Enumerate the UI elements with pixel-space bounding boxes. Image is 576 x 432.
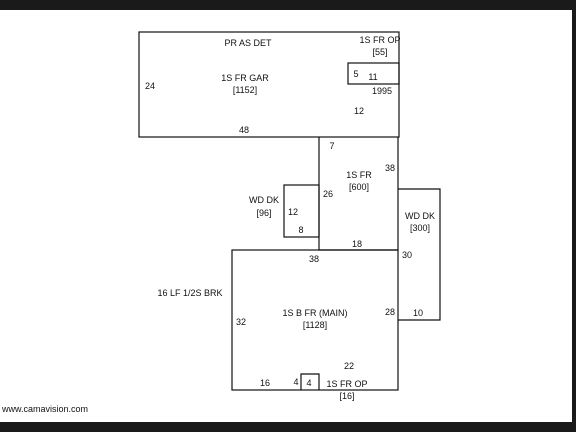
deck-96-label: WD DK (249, 195, 279, 205)
dim-porch16-right: 4 (306, 378, 311, 388)
dim-main-bottom: 22 (344, 361, 354, 371)
dim-frame-bottom: 18 (352, 239, 362, 249)
deck-96-area: [96] (256, 208, 271, 218)
frame-600-area: [600] (349, 182, 369, 192)
frame-600-label: 1S FR (346, 170, 372, 180)
garage-label: 1S FR GAR (221, 73, 269, 83)
main-outline (231, 249, 399, 391)
garage-name-label: PR AS DET (224, 38, 272, 48)
dim-garage-bottom: 48 (239, 125, 249, 135)
open-porch-bottom-label: 1S FR OP (326, 379, 367, 389)
dim-porch-top: 11 (368, 72, 377, 82)
open-porch-top-outline (347, 62, 400, 85)
dim-deck96-right: 12 (288, 207, 298, 217)
main-area: [1128] (303, 320, 327, 330)
open-porch-bottom-outline (300, 373, 320, 390)
open-porch-bottom-area: [16] (339, 391, 354, 401)
dim-porch16-left: 4 (293, 377, 298, 387)
dim-main-bottom-left: 16 (260, 378, 270, 388)
dim-porch-left: 5 (353, 69, 358, 79)
dim-main-right: 28 (385, 307, 395, 317)
dim-frame-left: 26 (323, 189, 333, 199)
dim-garage-left: 24 (145, 81, 155, 91)
deck-300-area: [300] (410, 223, 430, 233)
brick-note: 16 LF 1/2S BRK (157, 288, 222, 298)
dim-frame-right: 38 (385, 163, 395, 173)
year-label: 1995 (372, 86, 392, 96)
garage-area: [1152] (233, 85, 257, 95)
dim-deck300-bottom: 10 (413, 308, 423, 318)
main-label: 1S B FR (MAIN) (282, 308, 347, 318)
dim-frame-top: 7 (329, 141, 334, 151)
dim-main-top: 38 (309, 254, 319, 264)
sketch-sheet (0, 10, 572, 422)
open-porch-top-label: 1S FR OP (359, 35, 400, 45)
dim-main-right-top: 30 (402, 250, 412, 260)
deck-300-outline (398, 188, 441, 321)
deck-96-outline (283, 184, 320, 238)
dim-main-left: 32 (236, 317, 246, 327)
dim-porch-right: 12 (354, 106, 364, 116)
dim-deck96-bottom: 8 (298, 225, 303, 235)
footer-link[interactable]: www.camavision.com (2, 404, 89, 414)
deck-300-label: WD DK (405, 211, 435, 221)
open-porch-top-area: [55] (372, 47, 387, 57)
